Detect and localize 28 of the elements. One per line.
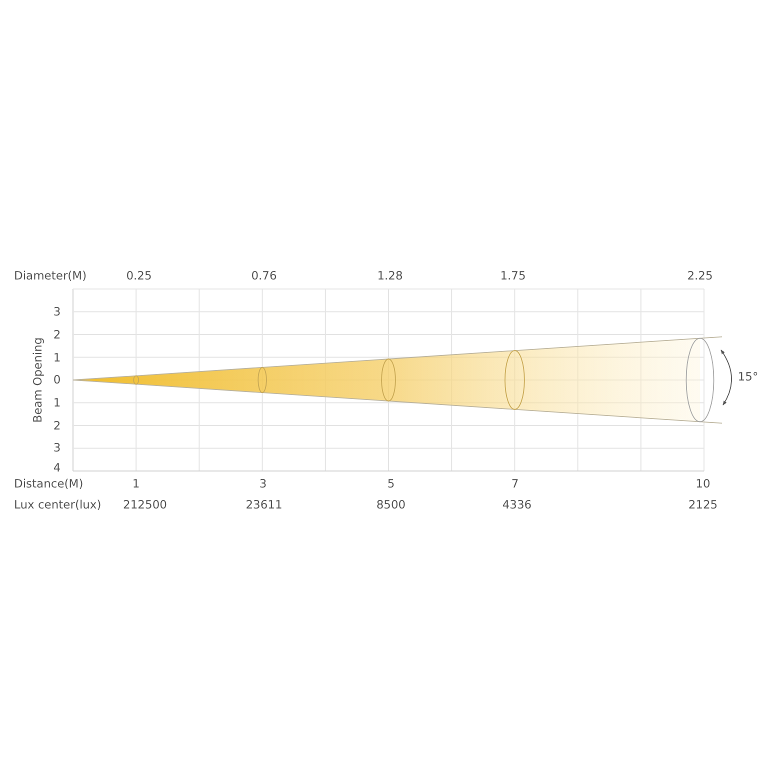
tick-label: 0	[53, 374, 61, 386]
axis-title: Diameter(M)	[14, 270, 87, 282]
diameter-value: 0.76	[251, 270, 277, 282]
lux-value: 8500	[376, 498, 406, 512]
tick-label: 3	[53, 442, 61, 454]
tick-label: 2	[53, 328, 61, 342]
distance-value: 10	[696, 478, 710, 490]
axis-title: Beam Opening	[32, 337, 44, 423]
angle-label: 15°	[738, 370, 758, 384]
distance-value: 3	[259, 478, 267, 490]
lux-value: 212500	[123, 498, 167, 512]
distance-value: 7	[511, 478, 519, 490]
lux-value: 4336	[502, 498, 532, 512]
diameter-value: 0.25	[126, 270, 152, 282]
axis-title: Distance(M)	[14, 478, 84, 490]
lux-value: 2125	[688, 498, 718, 512]
diameter-value: 1.28	[377, 270, 403, 282]
axis-title: Lux center(lux)	[14, 498, 102, 512]
diameter-value: 2.25	[687, 270, 713, 282]
tick-label: 1	[53, 396, 61, 410]
tick-label: 2	[53, 420, 61, 432]
tick-label: 4	[53, 462, 61, 474]
lux-value: 23611	[246, 498, 282, 512]
tick-label: 3	[53, 306, 61, 318]
distance-value: 5	[387, 478, 395, 490]
tick-label: 1	[53, 352, 61, 364]
diameter-value: 1.75	[500, 270, 526, 282]
distance-value: 1	[132, 478, 140, 490]
